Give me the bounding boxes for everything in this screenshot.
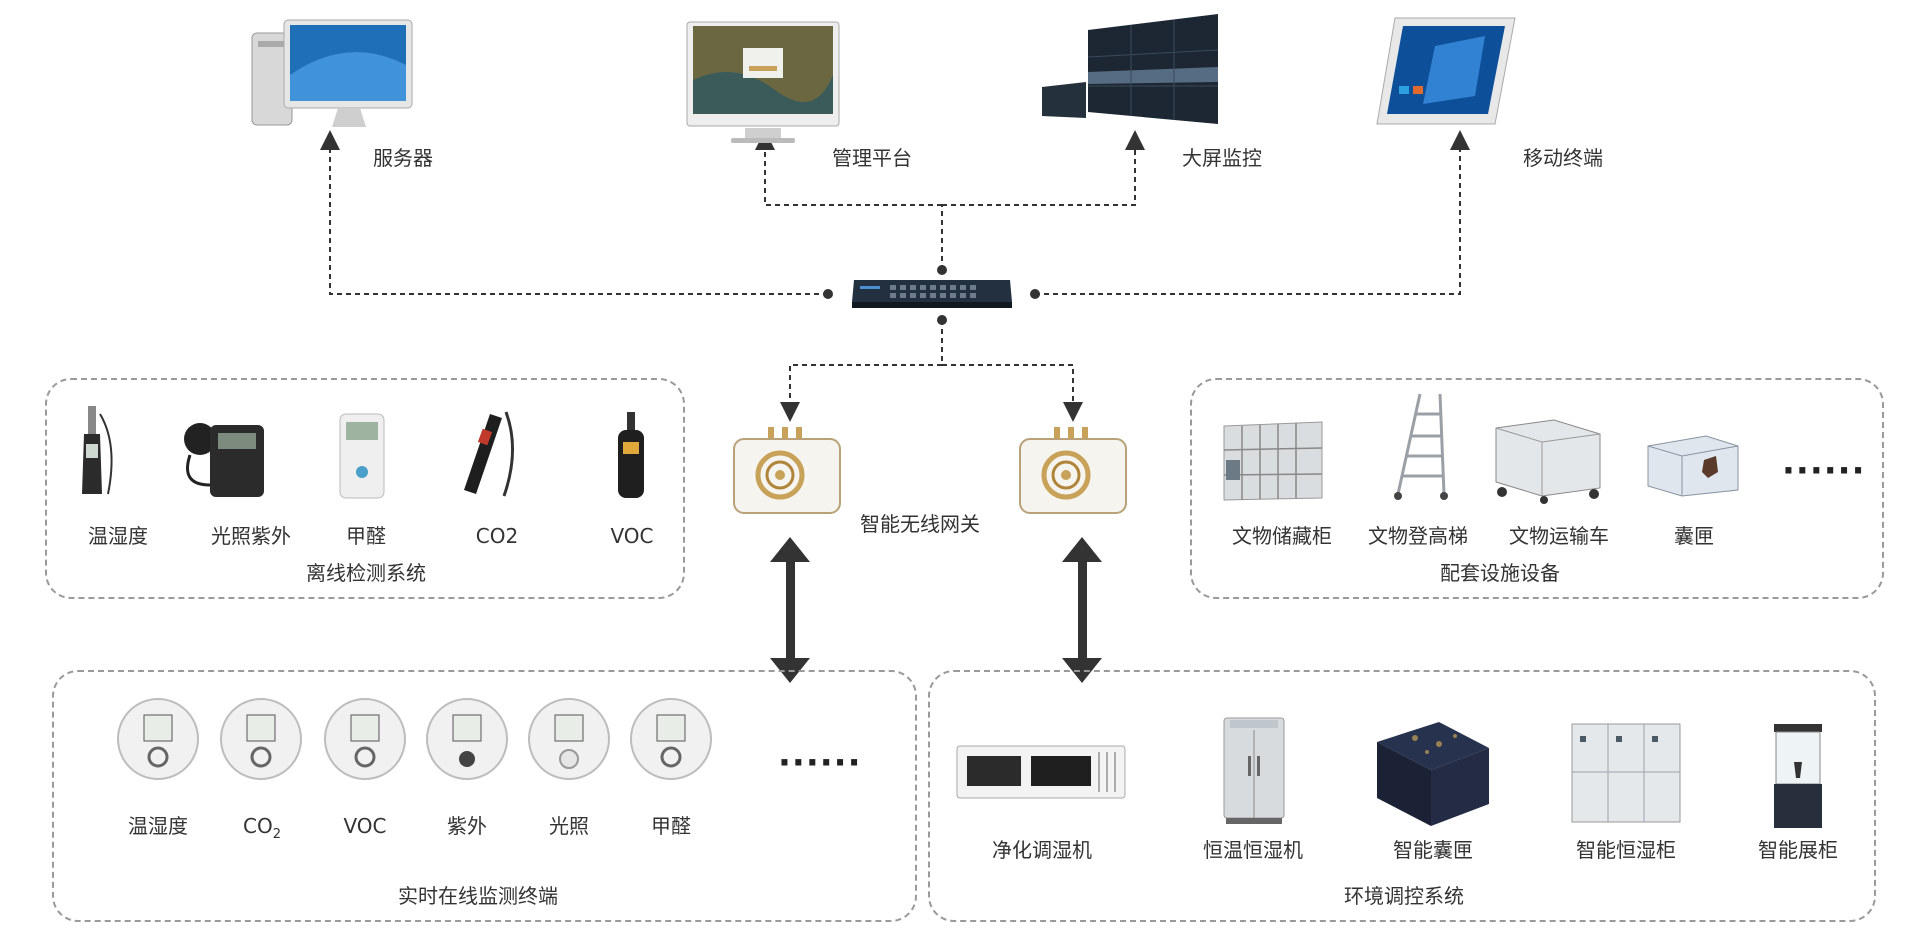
gateway-icon — [732, 425, 842, 517]
facility-item-label: 文物储藏柜 — [1232, 524, 1332, 548]
gateway-icon — [1018, 425, 1128, 517]
voc-detector-icon — [612, 410, 650, 500]
group-title-env: 环境调控系统 — [1344, 884, 1464, 908]
thermohygrometer-icon — [78, 404, 122, 498]
facility-item-label: 文物登高梯 — [1368, 524, 1468, 548]
group-facility — [1190, 378, 1884, 599]
purifier-humidifier-icon — [955, 742, 1127, 802]
link-platform — [755, 130, 942, 206]
step-ladder-icon — [1390, 390, 1452, 502]
offline-item-label: CO2 — [475, 524, 519, 548]
sensor-icon — [219, 697, 303, 781]
display-case-icon — [1770, 722, 1826, 830]
env-item-label: 恒温恒湿机 — [1203, 838, 1303, 862]
group-title-facility: 配套设施设备 — [1440, 561, 1560, 585]
smart-box-icon — [1375, 718, 1491, 828]
sensor-icon — [116, 697, 200, 781]
network-switch-icon — [850, 276, 1014, 310]
facility-item-label: 囊匣 — [1674, 524, 1714, 548]
offline-item-label: VOC — [610, 524, 654, 548]
offline-item-label: 甲醛 — [346, 524, 386, 548]
facility-item-label: 文物运输车 — [1509, 524, 1609, 548]
sensor-icon — [527, 697, 611, 781]
env-item-label: 智能展柜 — [1758, 838, 1838, 862]
group-title-online: 实时在线监测终端 — [398, 884, 558, 908]
server-computer-icon — [248, 15, 418, 133]
link-switch-server — [320, 130, 828, 295]
constant-climate-cabinet-icon — [1222, 716, 1286, 826]
env-item-label: 智能恒湿柜 — [1576, 838, 1676, 862]
env-item-label: 智能囊匣 — [1393, 838, 1473, 862]
bidirectional-arrow-left — [770, 537, 810, 683]
tablet-icon — [1375, 16, 1517, 126]
label-platform: 管理平台 — [832, 146, 912, 170]
more-facility: ······ — [1782, 451, 1866, 491]
link-bigscreen — [942, 130, 1145, 206]
sensor-icon — [629, 697, 713, 781]
group-env — [928, 670, 1876, 922]
video-wall-icon — [1040, 12, 1222, 127]
bidirectional-arrow-right — [1062, 537, 1102, 683]
sensor-icon — [425, 697, 509, 781]
label-server: 服务器 — [373, 146, 433, 170]
offline-item-label: 温湿度 — [88, 524, 148, 548]
group-offline — [45, 378, 685, 599]
sensor-icon — [323, 697, 407, 781]
online-item-label: VOC — [343, 814, 387, 838]
link-switch-mobile — [1035, 130, 1470, 295]
label-bigscreen: 大屏监控 — [1182, 146, 1262, 170]
online-item-label: 光照 — [549, 814, 589, 838]
storage-box-icon — [1646, 432, 1740, 498]
offline-item-label: 光照紫外 — [211, 524, 291, 548]
co2-meter-icon — [460, 410, 528, 498]
monitor-icon — [685, 20, 841, 145]
uv-light-meter-icon — [180, 415, 270, 501]
label-gateway: 智能无线网关 — [860, 512, 980, 536]
humidity-cabinet-icon — [1570, 722, 1682, 826]
more-online: ······ — [778, 743, 862, 783]
env-item-label: 净化调湿机 — [992, 838, 1092, 862]
group-online — [52, 670, 917, 922]
formaldehyde-meter-icon — [338, 412, 386, 500]
online-item-label: 甲醛 — [651, 814, 691, 838]
online-item-label: CO2 — [243, 814, 281, 842]
storage-cabinet-icon — [1222, 420, 1326, 502]
link-gateway-left — [780, 364, 942, 422]
transport-cart-icon — [1494, 414, 1602, 504]
group-title-offline: 离线检测系统 — [306, 561, 426, 585]
label-mobile: 移动终端 — [1523, 146, 1603, 170]
online-item-label: 温湿度 — [128, 814, 188, 838]
online-item-label: 紫外 — [447, 814, 487, 838]
link-gateway-right — [942, 364, 1083, 422]
